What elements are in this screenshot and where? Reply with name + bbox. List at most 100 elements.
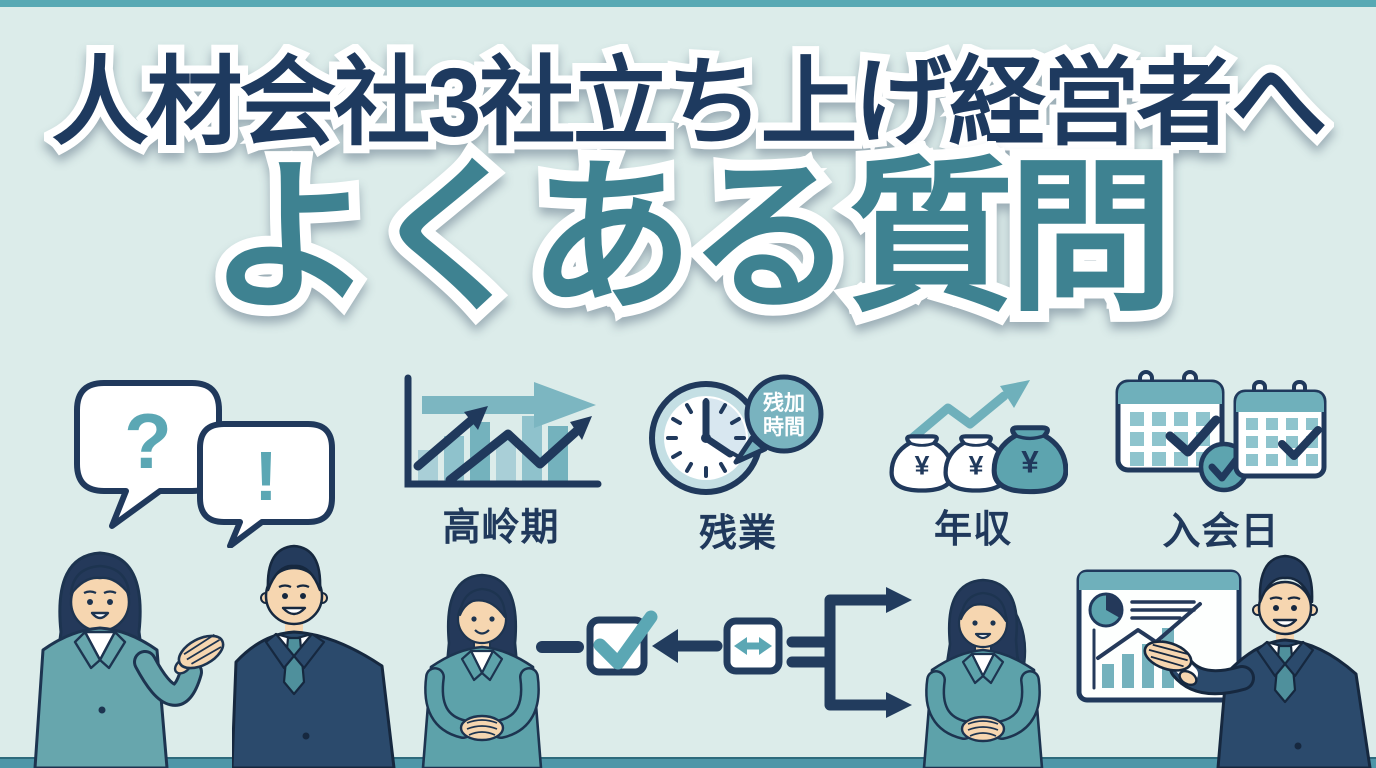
yen-symbol: ¥ [1021, 445, 1039, 480]
money-bag-white-1: ¥ [889, 434, 955, 493]
qa-speech-bubbles-icon: ? ! [72, 378, 337, 548]
exclamation-bubble [197, 421, 335, 548]
left-arrow-head [652, 629, 678, 663]
zigzag-arrow-head [570, 416, 592, 440]
smile [281, 606, 307, 616]
money-bag-teal: ¥ [991, 425, 1068, 495]
exclamation-mark: ! [254, 437, 277, 515]
title-line2-outline: よくある質問 [197, 140, 1185, 337]
title-line1-outline: 人材会社3社立ち上げ経営者へ [44, 44, 1336, 162]
clock-center [701, 433, 711, 443]
lapels [73, 630, 127, 670]
bangs [959, 591, 1008, 623]
smile [1272, 618, 1298, 628]
teal-arrow-head [534, 382, 596, 428]
smile [974, 632, 992, 640]
button [98, 706, 106, 714]
annual-income-icon: ¥ ¥ ¥ 年収 [878, 374, 1068, 553]
button [1294, 742, 1302, 750]
finger-lines [466, 719, 498, 736]
person-woman-gesturing [5, 540, 240, 768]
face [1257, 580, 1313, 636]
arm [994, 672, 1039, 738]
lapels [460, 649, 504, 682]
pie-wedge [1106, 593, 1123, 618]
lapels [961, 652, 1005, 685]
brows [83, 590, 117, 595]
eye [282, 593, 288, 599]
annual-income-label: 年収 [933, 509, 1012, 551]
up-arrow [413, 413, 479, 471]
person-woman-folded-hands [415, 565, 550, 768]
checkbox [586, 616, 648, 676]
up-arrow-head [464, 406, 488, 430]
brows [1269, 596, 1301, 601]
badge-check-mark [1208, 452, 1243, 482]
double-arrow-right-head [759, 637, 772, 655]
title-line1-text: 人材会社3社立ち上げ経営者へ [51, 48, 1328, 157]
eye [990, 620, 996, 626]
eye [300, 593, 306, 599]
axis [404, 374, 602, 488]
yen-symbol: ¥ [969, 450, 984, 480]
check-mark [1278, 426, 1322, 460]
person-man-left [232, 540, 407, 768]
bangs [69, 564, 131, 596]
question-mark: ? [124, 397, 172, 485]
fork-top-arrow-head [886, 587, 912, 613]
eye [471, 616, 477, 622]
hair [266, 544, 322, 592]
button [302, 732, 310, 740]
presentation-board [1076, 566, 1242, 706]
zigzag-arrow [445, 423, 585, 485]
person-woman-ponytail [912, 570, 1052, 768]
bar [496, 440, 516, 484]
thumb [1178, 669, 1198, 687]
overtime-clock-icon: 残加 時間 残業 [648, 372, 828, 557]
join-date-label: 入会日 [1162, 511, 1280, 553]
time-bubble-line2: 時間 [763, 415, 805, 439]
money-bag-white-2: ¥ [943, 434, 1009, 493]
double-arrow-left-head [734, 637, 747, 655]
hair [1258, 554, 1314, 604]
jacket [421, 645, 543, 768]
yen-symbol: ¥ [915, 450, 930, 480]
title-line2-text: よくある質問 [208, 146, 1174, 331]
arm [927, 672, 972, 738]
time-bubble-line1: 残加 [763, 392, 805, 415]
rising-arrow [905, 391, 1009, 445]
eye [87, 599, 93, 605]
calendar-1 [1115, 370, 1225, 473]
suit [232, 630, 396, 768]
eye [972, 620, 978, 626]
question-bubble [74, 380, 222, 529]
text-lines [1130, 600, 1196, 620]
arm [493, 669, 538, 737]
flow-diagram [530, 585, 930, 720]
time-bubble [744, 374, 824, 454]
bangs [458, 587, 507, 619]
floor-strip [0, 757, 1376, 768]
lapels [1255, 640, 1315, 678]
fork-lines [786, 594, 898, 711]
person-man-presenting [1130, 550, 1376, 768]
check-mark [1165, 415, 1221, 457]
arm [426, 669, 471, 737]
banner-title-line1: 人材会社3社立ち上げ経営者へ 人材会社3社立ち上げ経営者へ [0, 44, 1376, 162]
eye [489, 616, 495, 622]
face [264, 566, 324, 626]
growth-chart-icon: 高岭期 [392, 372, 610, 551]
calendar-2 [1233, 380, 1327, 479]
fork-bottom-arrow-head [886, 692, 912, 718]
eye [1291, 605, 1297, 611]
brows [278, 584, 310, 589]
join-date-icon: 入会日 [1112, 370, 1330, 555]
finger-lines [967, 720, 999, 737]
top-border-strip [0, 0, 1376, 7]
eye [107, 599, 113, 605]
teal-arrow-shaft [422, 396, 534, 414]
open-hand [1143, 640, 1193, 672]
eye [1273, 605, 1279, 611]
growth-chart-label: 高岭期 [442, 507, 560, 549]
